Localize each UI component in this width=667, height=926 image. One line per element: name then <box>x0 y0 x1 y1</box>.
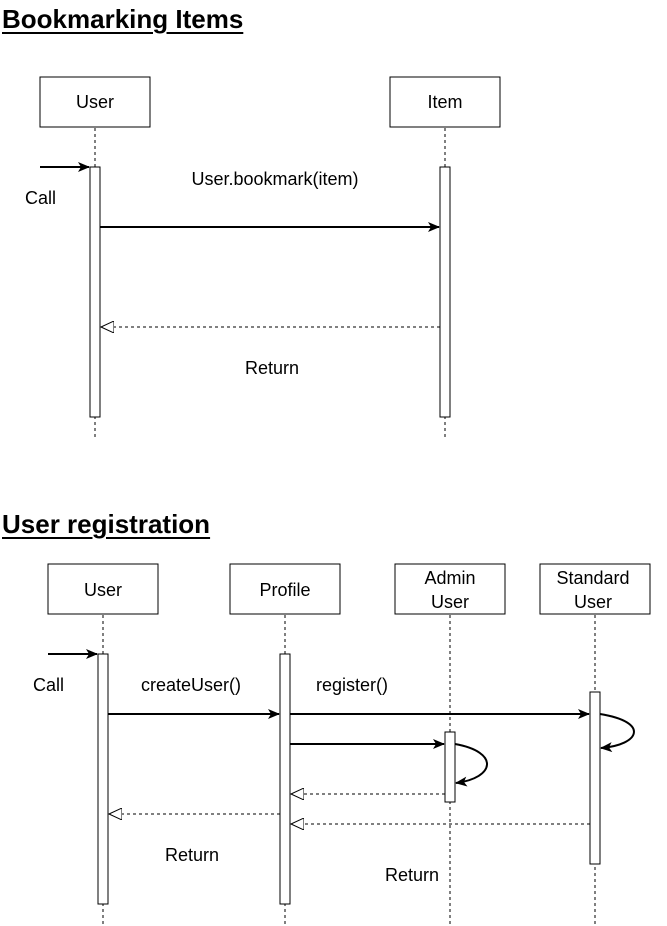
call-label-create-user: createUser() <box>141 675 241 695</box>
participant-label: Profile <box>259 580 310 600</box>
section-title-bookmarking: Bookmarking Items <box>2 4 244 34</box>
return-label-standard-to-profile: Return <box>385 865 439 885</box>
activation-user <box>89 166 101 418</box>
activation-admin-user <box>444 731 456 803</box>
activation-profile <box>279 653 291 905</box>
call-label-register: register() <box>316 675 388 695</box>
activation-item <box>439 166 451 418</box>
return-label: Return <box>245 358 299 378</box>
found-message-label: Call <box>25 188 56 208</box>
self-call-arrow-admin-user <box>454 743 488 787</box>
participant-profile[interactable]: Profile <box>229 563 341 615</box>
participant-user[interactable]: User <box>39 76 151 128</box>
participant-label: User <box>84 580 122 600</box>
participant-label: User <box>76 92 114 112</box>
call-label-bookmark: User.bookmark(item) <box>191 169 358 189</box>
activation-standard-user <box>589 691 601 865</box>
activation-user <box>97 653 109 905</box>
return-label-profile-to-user: Return <box>165 845 219 865</box>
section-title-registration: User registration <box>2 509 211 539</box>
participant-item[interactable]: Item <box>389 76 501 128</box>
participant-user[interactable]: User <box>47 563 159 615</box>
participant-label: Item <box>427 92 462 112</box>
diagram-bookmarking: User Item Call User.bookmark(item) Retur… <box>25 76 501 437</box>
self-call-arrow-standard-user <box>599 713 635 753</box>
found-message-label: Call <box>33 675 64 695</box>
